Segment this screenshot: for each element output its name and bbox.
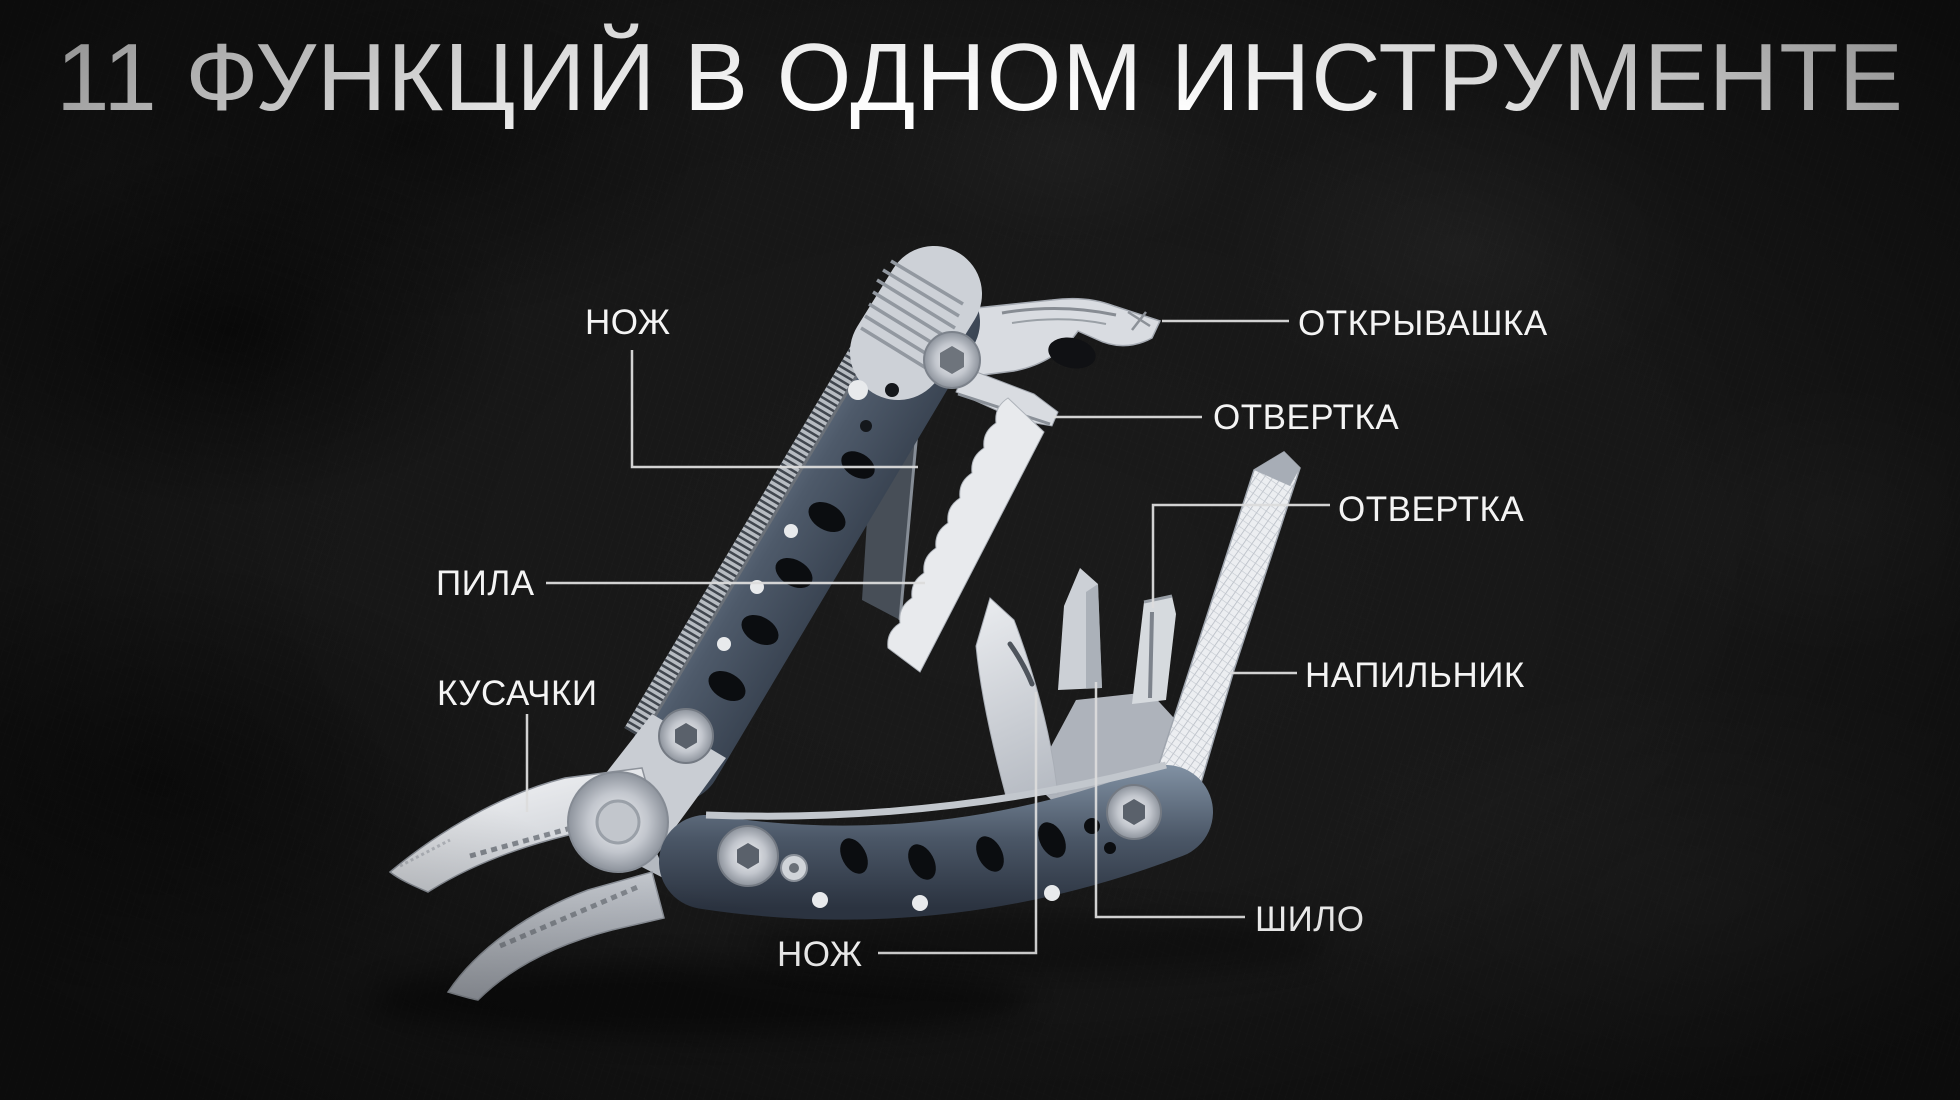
- callout-lines: [525, 319, 1330, 955]
- callout-label-opener: ОТКРЫВАШКА: [1298, 304, 1548, 343]
- callout-label-cutters: КУСАЧКИ: [437, 674, 598, 713]
- callout-line-knife-top: [630, 350, 918, 469]
- small-screwdriver-blade: [1132, 594, 1176, 704]
- saw-blade: [887, 397, 1045, 673]
- callout-line-knife-bottom: [878, 692, 1038, 955]
- knife-blade-bottom: [975, 597, 1059, 797]
- opener-arm: [937, 297, 1162, 380]
- callout-line-screwdriver-right: [1151, 503, 1330, 608]
- handle-grip-cap: [850, 246, 982, 400]
- saw-serration-strip: [624, 295, 898, 739]
- tool-shadow: [370, 915, 1330, 1036]
- callout-label-file: НАПИЛЬНИК: [1305, 656, 1525, 695]
- pliers-lower-jaw: [446, 871, 665, 1001]
- handle-lower: [659, 761, 1213, 920]
- handle-liner: [705, 761, 1167, 820]
- handle-upper: [624, 246, 982, 802]
- handle-lower-cutouts: [840, 818, 1116, 880]
- handle-upper-rivets: [717, 380, 899, 651]
- callout-label-screwdriver-right: ОТВЕРТКА: [1338, 490, 1525, 529]
- callout-label-knife-top: НОЖ: [585, 303, 671, 342]
- handle-upper-cutouts: [708, 451, 875, 702]
- awl-blade: [1058, 568, 1102, 690]
- callout-label-awl: ШИЛО: [1255, 900, 1365, 939]
- opener-notch: [1048, 337, 1096, 369]
- callout-label-knife-bottom: НОЖ: [777, 935, 863, 974]
- phillips-groove: [1131, 311, 1147, 331]
- callout-label-saw: ПИЛА: [436, 564, 535, 603]
- blade-cluster: [975, 451, 1301, 808]
- knife-nail-nick: [1007, 641, 1035, 687]
- handle-lower-rivets: [812, 885, 1060, 911]
- callout-label-screwdriver-top: ОТВЕРТКА: [1213, 398, 1400, 437]
- pliers: [388, 708, 768, 1001]
- callout-line-awl: [1094, 682, 1245, 919]
- page-title: 11 ФУНКЦИЙ В ОДНОМ ИНСТРУМЕНТЕ: [56, 24, 1904, 131]
